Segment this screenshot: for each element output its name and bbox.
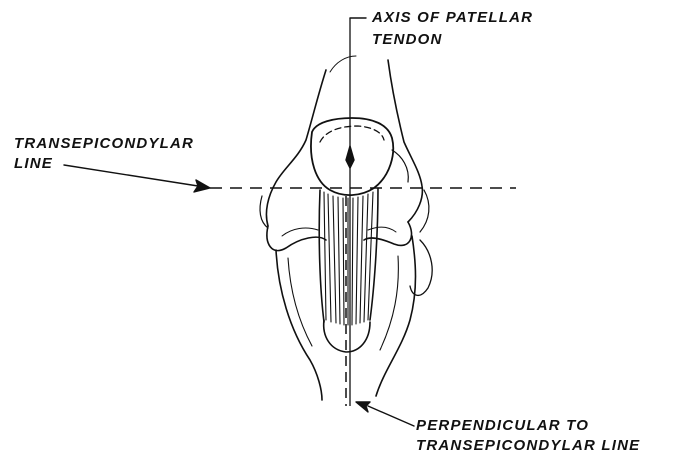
tibia-fibula-outline bbox=[276, 236, 432, 400]
patellar-tendon bbox=[319, 188, 378, 325]
tibial-tubercle bbox=[324, 320, 370, 352]
label-patellar-axis-line1: AXIS OF PATELLAR bbox=[371, 9, 533, 26]
label-perpendicular-line2: TRANSEPICONDYLAR LINE bbox=[416, 437, 640, 454]
condyles-outline bbox=[260, 190, 429, 251]
label-perpendicular-line1: PERPENDICULAR TO bbox=[416, 417, 589, 434]
label-transepicondylar-line1: TRANSEPICONDYLAR bbox=[14, 135, 194, 152]
label-patellar-axis-line2: TENDON bbox=[372, 31, 443, 48]
perpendicular-leader bbox=[356, 402, 414, 426]
label-transepicondylar-line2: LINE bbox=[14, 155, 53, 172]
patella bbox=[311, 118, 408, 195]
patellar-axis-leader bbox=[346, 18, 366, 168]
femur-outline bbox=[266, 56, 422, 226]
transepicondylar-leader bbox=[64, 165, 210, 192]
